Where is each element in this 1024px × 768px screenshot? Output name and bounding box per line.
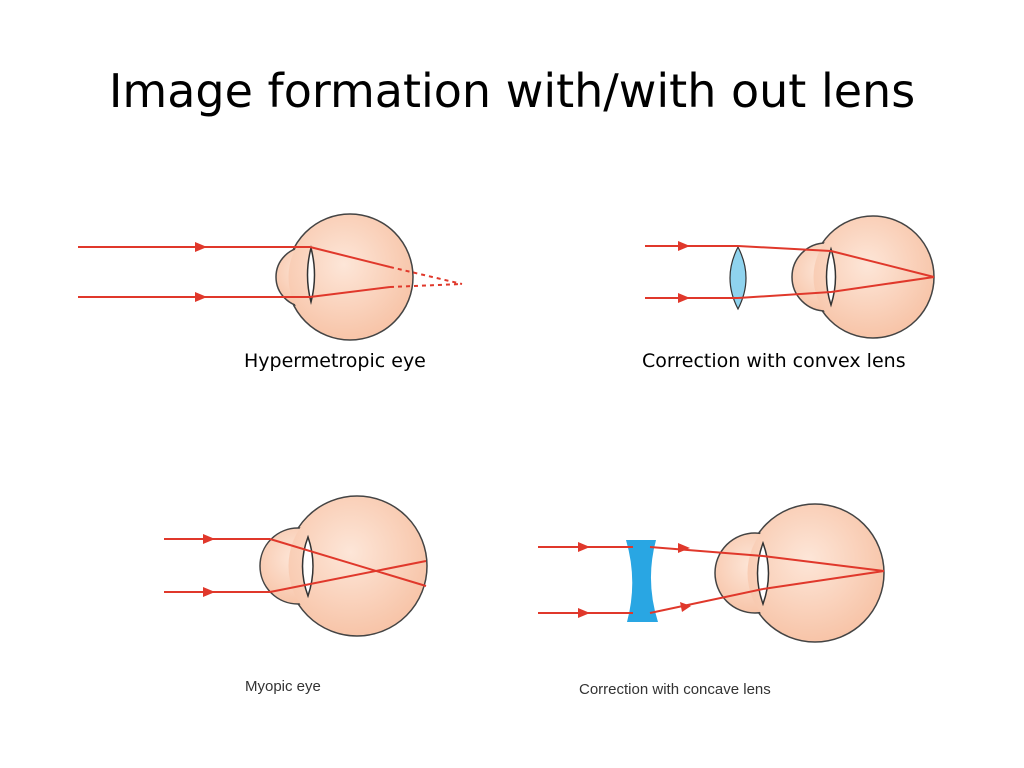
hypermetropic-eye-diagram xyxy=(78,213,463,341)
myopic-eye-caption: Myopic eye xyxy=(245,678,321,695)
ray-arrows xyxy=(578,542,691,618)
ray-arrows xyxy=(195,242,207,302)
eyeball xyxy=(791,215,935,339)
concave-correction-diagram xyxy=(538,503,885,643)
convex-correction-diagram xyxy=(645,215,935,339)
eyeball xyxy=(275,213,414,341)
concave-lens xyxy=(626,540,658,622)
myopic-eye-diagram xyxy=(164,495,428,637)
eye-lens xyxy=(306,245,316,305)
light-rays xyxy=(164,538,427,593)
light-rays xyxy=(645,245,935,299)
convex-lens xyxy=(729,245,747,311)
light-rays xyxy=(78,246,463,298)
concave-correction-caption: Correction with concave lens xyxy=(579,681,771,698)
eyeball xyxy=(714,503,885,643)
ray-arrows xyxy=(203,534,215,597)
hypermetropic-eye-caption: Hypermetropic eye xyxy=(244,350,426,372)
slide-title: Image formation with/with out lens xyxy=(108,64,916,118)
convex-correction-caption: Correction with convex lens xyxy=(642,350,906,372)
ray-arrows xyxy=(678,241,690,303)
